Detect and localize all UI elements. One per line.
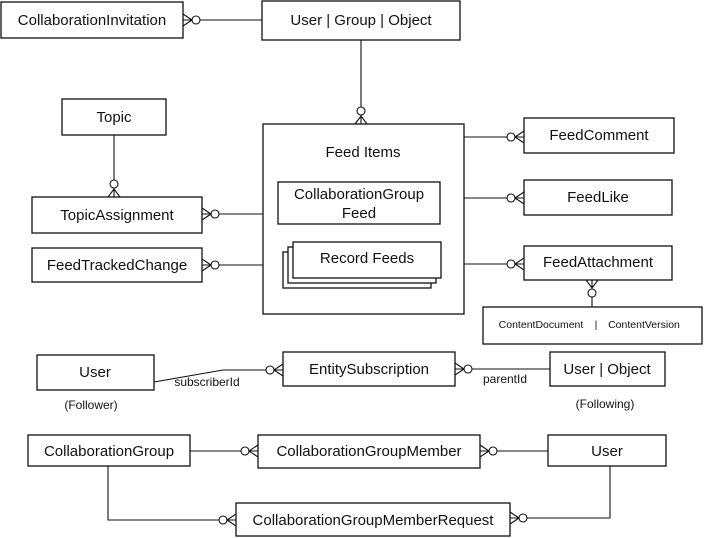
entity-label: FeedAttachment [543, 254, 654, 271]
following-caption: (Following) [576, 397, 635, 411]
entity-label: EntitySubscription [309, 361, 429, 378]
circle-icon [240, 446, 250, 456]
entity-collaboration-invitation[interactable]: CollaborationInvitation [0, 1, 184, 39]
entity-label: Topic [96, 109, 132, 126]
entity-label: Feed Items [325, 144, 400, 161]
entity-label: CollaborationGroup [44, 443, 174, 460]
entity-user-member[interactable]: User [547, 434, 667, 467]
entity-entity-subscription[interactable]: EntitySubscription [282, 351, 456, 387]
entity-label: CollaborationInvitation [18, 12, 166, 29]
circle-icon [210, 209, 220, 219]
parent-id-label: parentId [483, 372, 527, 386]
entity-label: CollaborationGroupMember [276, 443, 461, 460]
circle-icon [265, 365, 275, 375]
follower-caption: (Follower) [64, 398, 117, 412]
entity-record-feeds[interactable]: Record Feeds [282, 241, 442, 289]
circle-icon [488, 446, 498, 456]
circle-icon [109, 179, 119, 189]
connectors [107, 19, 611, 521]
entity-topic[interactable]: Topic [61, 98, 167, 136]
circle-icon [191, 15, 201, 25]
entity-feed-comment[interactable]: FeedComment [523, 117, 675, 154]
connector-user-to-request [510, 466, 611, 519]
circle-icon [506, 132, 516, 142]
entity-label-separator: | [595, 319, 598, 331]
entity-label-content-document: ContentDocument [499, 319, 584, 331]
circle-icon [218, 515, 228, 525]
entity-label: User | Object [563, 361, 651, 378]
entity-label: FeedTrackedChange [47, 257, 187, 274]
circle-icon [506, 193, 516, 203]
entity-user-object-following[interactable]: User | Object [549, 351, 666, 387]
entity-collaboration-group-member[interactable]: CollaborationGroupMember [257, 434, 481, 469]
entity-label: FeedComment [549, 127, 649, 144]
circle-icon [463, 364, 473, 374]
stack-layer-front [292, 241, 442, 279]
subscriber-id-label: subscriberId [174, 375, 239, 389]
crows-foot-icon [107, 188, 121, 198]
entity-content-document-version[interactable]: ContentDocument | ContentVersion [482, 306, 703, 345]
crows-foot-icon [354, 115, 368, 125]
crows-foot-icon [585, 279, 599, 289]
entity-user-group-object[interactable]: User | Group | Object [261, 0, 461, 41]
entity-label-line1: CollaborationGroup [294, 186, 424, 203]
entity-label: Record Feeds [320, 250, 414, 267]
connector-group-to-request [107, 466, 236, 521]
entity-feed-like[interactable]: FeedLike [523, 179, 673, 216]
entity-collaboration-group-member-request[interactable]: CollaborationGroupMemberRequest [235, 502, 511, 537]
connector-follower-to-subscription [153, 369, 283, 383]
circle-icon [518, 513, 528, 523]
circle-icon [356, 106, 366, 116]
entity-label-content-version: ContentVersion [608, 319, 680, 331]
entity-label: CollaborationGroupMemberRequest [253, 512, 495, 529]
entity-label: TopicAssignment [60, 207, 174, 224]
circle-icon [506, 259, 516, 269]
entity-collaboration-group-feed[interactable]: CollaborationGroup Feed [277, 181, 441, 225]
entity-label: User | Group | Object [290, 12, 432, 29]
entity-topic-assignment[interactable]: TopicAssignment [31, 196, 203, 234]
entity-label-line2: Feed [342, 205, 376, 222]
circle-icon [587, 288, 597, 298]
cardinality-markers [107, 13, 599, 527]
entity-collaboration-group[interactable]: CollaborationGroup [27, 434, 191, 467]
entity-feed-attachment[interactable]: FeedAttachment [523, 245, 673, 281]
entity-label: FeedLike [567, 189, 629, 206]
entity-user-follower[interactable]: User [36, 354, 155, 391]
entity-label: User [79, 364, 111, 381]
circle-icon [210, 260, 220, 270]
entity-feed-tracked-change[interactable]: FeedTrackedChange [31, 247, 203, 283]
entity-label: User [591, 443, 623, 460]
